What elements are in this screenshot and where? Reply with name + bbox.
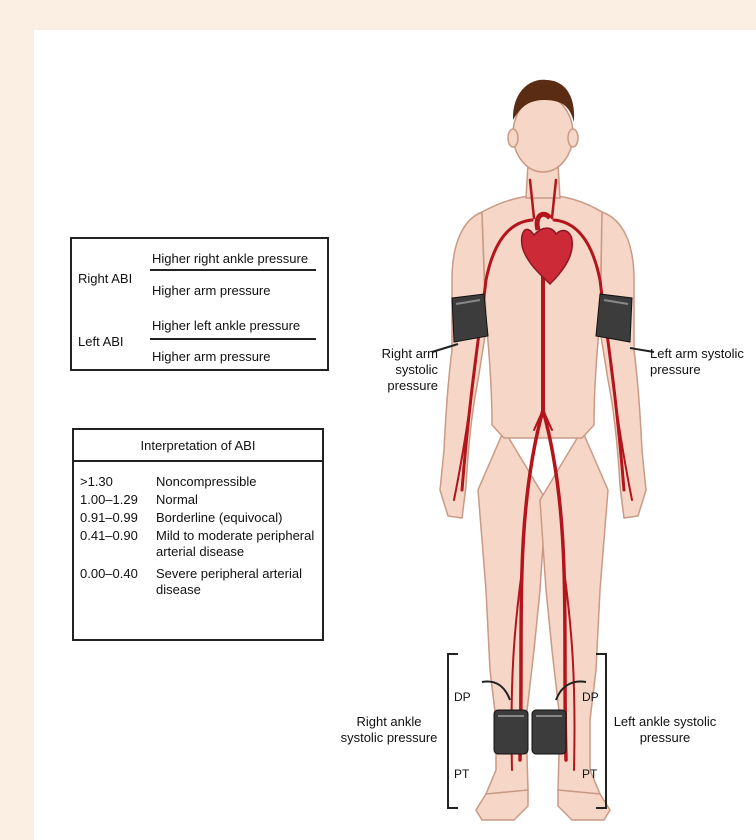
right-arm-cuff xyxy=(452,294,488,342)
figure-canvas: Right ABI Higher right ankle pressure Hi… xyxy=(34,30,756,840)
left-ankle-callout-text: Left ankle systolic pressure xyxy=(614,714,717,745)
left-arm-callout-text: Left arm systolic pressure xyxy=(650,346,744,377)
pt-label-left-side: PT xyxy=(582,767,597,781)
right-ankle-callout: Right ankle systolic pressure xyxy=(336,714,442,746)
dp-label-left-side: DP xyxy=(582,690,599,704)
right-ankle-bracket xyxy=(596,654,606,808)
left-arm-cuff xyxy=(596,294,632,342)
dp-label-right-side: DP xyxy=(454,690,471,704)
right-arm-callout: Right arm systolic pressure xyxy=(342,346,438,394)
right-arm-callout-text: Right arm systolic pressure xyxy=(382,346,438,393)
pt-label-right-side: PT xyxy=(454,767,469,781)
left-ankle-cuff xyxy=(532,710,566,754)
left-arm-callout: Left arm systolic pressure xyxy=(650,346,750,378)
left-ankle-callout: Left ankle systolic pressure xyxy=(612,714,718,746)
right-ankle-callout-text: Right ankle systolic pressure xyxy=(341,714,438,745)
left-ankle-bracket xyxy=(448,654,458,808)
right-ankle-cuff xyxy=(494,710,528,754)
